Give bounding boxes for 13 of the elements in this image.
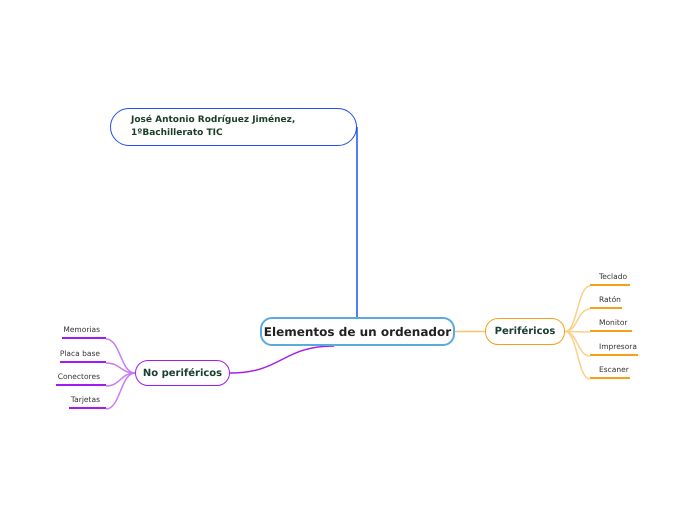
- connector-line: [564, 285, 590, 332]
- connector-line: [356, 127, 358, 317]
- author-box: José Antonio Rodríguez Jiménez, 1ºBachillerato TIC: [110, 108, 357, 146]
- connector-line: [564, 330, 590, 380]
- branch-topic-box: No periféricos: [135, 360, 230, 386]
- connector-line: [230, 345, 334, 374]
- connector-line: [564, 330, 590, 357]
- connector-line: [106, 338, 136, 374]
- central-topic-box: Elementos de un ordenador: [260, 317, 455, 346]
- connector-line: [455, 330, 485, 332]
- connector-line: [106, 372, 136, 410]
- branch-topic-box: Periféricos: [485, 318, 565, 345]
- connector-line: [106, 362, 136, 374]
